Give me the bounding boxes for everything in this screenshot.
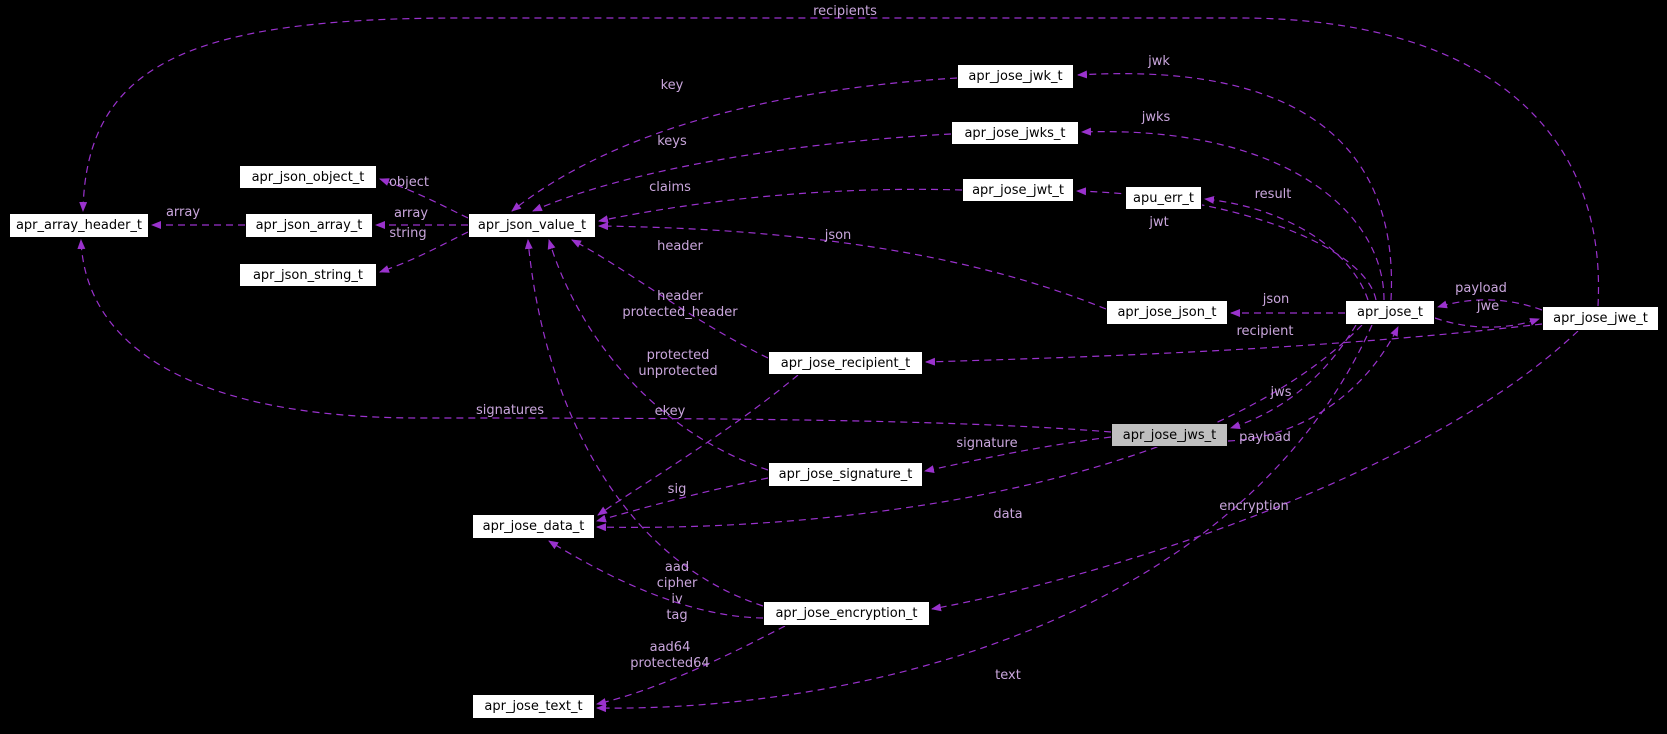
edge-label-apr_jose_encryption_t--apr_jose_text_t: aad64 protected64 — [630, 640, 710, 671]
edge-apr_jose_t--apr_jose_text_t — [596, 324, 1373, 713]
edge-label-apr_json_value_t--apr_json_object_t: object — [388, 175, 430, 190]
edge-apr_jose_encryption_t--apr_jose_data_t — [548, 540, 764, 619]
edge-label-apr_jose_t--apr_jose_jwe_t: jwe — [1476, 299, 1500, 314]
edge-apr_jose_t--apu_err_t — [1204, 195, 1369, 301]
node-apu_err_t[interactable]: apu_err_t — [1125, 186, 1202, 210]
edge-apr_jose_jwks_t--apr_json_value_t — [532, 133, 952, 212]
edge-apr_jose_t--apr_jose_jwe_t — [1434, 317, 1540, 328]
node-apr_json_string_t[interactable]: apr_json_string_t — [239, 263, 377, 287]
edge-label-apr_jose_encryption_t--apr_json_value_t: protected unprotected — [638, 348, 718, 379]
edge-apr_jose_t--apr_jose_jwks_t — [1081, 127, 1385, 301]
node-apr_jose_jwks_t[interactable]: apr_jose_jwks_t — [951, 121, 1079, 145]
edge-apr_jose_t--apr_jose_data_t — [596, 324, 1363, 532]
edge-label-apr_jose_recipient_t--apr_jose_data_t: ekey — [654, 404, 686, 419]
edge-apr_jose_encryption_t--apr_json_value_t — [524, 239, 764, 607]
edge-apr_jose_t--apr_jose_jwt_t — [1076, 187, 1377, 301]
node-apr_json_array_t[interactable]: apr_json_array_t — [245, 213, 373, 238]
edge-apr_json_value_t--apr_json_string_t — [379, 231, 469, 273]
edge-label-apr_jose_jwe_t--apr_jose_t: payload — [1455, 281, 1507, 296]
edge-apr_jose_t--apr_jose_jws_t — [1230, 324, 1357, 429]
edge-label-apr_jose_t--apr_jose_text_t: text — [995, 668, 1021, 683]
node-apr_json_value_t[interactable]: apr_json_value_t — [468, 213, 596, 238]
edge-label-apr_jose_jws_t--apr_array_header_t: signatures — [475, 403, 545, 418]
edge-label-apr_jose_signature_t--apr_json_value_t: header protected_header — [622, 289, 738, 320]
edge-label-apr_jose_jws_t--apr_jose_t: payload — [1239, 430, 1291, 445]
node-apr_jose_jwk_t[interactable]: apr_jose_jwk_t — [957, 64, 1074, 89]
edge-apr_jose_json_t--apr_json_value_t — [598, 222, 1107, 310]
node-apr_jose_signature_t[interactable]: apr_jose_signature_t — [768, 462, 923, 487]
edge-label-apr_jose_jws_t--apr_jose_signature_t: signature — [956, 436, 1018, 451]
node-apr_jose_jwt_t[interactable]: apr_jose_jwt_t — [962, 178, 1074, 202]
edge-label-apr_jose_t--apu_err_t: result — [1254, 187, 1292, 202]
edge-label-apr_jose_json_t--apr_json_value_t: json — [824, 228, 852, 243]
edge-label-apr_jose_t--apr_jose_json_t: json — [1262, 292, 1290, 307]
node-apr_array_header_t[interactable]: apr_array_header_t — [9, 213, 149, 238]
edge-apr_jose_jwe_t--apr_jose_encryption_t — [931, 330, 1579, 612]
node-apr_jose_jws_t: apr_jose_jws_t — [1111, 423, 1228, 447]
edge-apr_jose_jws_t--apr_array_header_t — [77, 239, 1112, 433]
edge-apr_jose_jws_t--apr_jose_signature_t — [924, 436, 1112, 474]
edge-apr_jose_jwk_t--apr_json_value_t — [511, 77, 958, 212]
edge-label-apr_jose_jwe_t--apr_jose_encryption_t: encryption — [1219, 499, 1289, 514]
node-apr_jose_t[interactable]: apr_jose_t — [1345, 300, 1435, 325]
edge-apr_json_value_t--apr_json_object_t — [379, 178, 469, 219]
edge-label-apr_json_array_t--apr_array_header_t: array — [165, 205, 201, 220]
node-apr_jose_jwe_t[interactable]: apr_jose_jwe_t — [1542, 306, 1659, 331]
edge-apr_jose_jwe_t--apr_jose_recipient_t — [925, 323, 1543, 366]
node-apr_jose_text_t[interactable]: apr_jose_text_t — [472, 694, 595, 719]
edge-apr_jose_recipient_t--apr_jose_data_t — [597, 374, 799, 516]
edge-apr_jose_jwe_t--apr_jose_t — [1437, 299, 1543, 311]
node-apr_jose_encryption_t[interactable]: apr_jose_encryption_t — [763, 601, 930, 626]
edge-label-apr_jose_t--apr_jose_data_t: data — [993, 507, 1023, 522]
edge-label-apr_jose_t--apr_jose_jwks_t: jwks — [1141, 110, 1171, 125]
edge-label-apr_jose_jwk_t--apr_json_value_t: key — [660, 78, 684, 93]
edge-label-apr_jose_t--apr_jose_jwk_t: jwk — [1148, 54, 1170, 69]
edge-apr_jose_t--apr_jose_jwk_t — [1077, 70, 1393, 301]
edge-apr_jose_jwt_t--apr_json_value_t — [598, 188, 963, 224]
edge-label-apr_jose_jwt_t--apr_json_value_t: claims — [649, 180, 691, 195]
edge-label-apr_jose_signature_t--apr_jose_data_t: sig — [667, 482, 687, 497]
node-apr_json_object_t[interactable]: apr_json_object_t — [239, 165, 377, 189]
edge-label-apr_jose_jwks_t--apr_json_value_t: keys — [657, 134, 687, 149]
edge-apr_jose_signature_t--apr_jose_data_t — [596, 477, 769, 523]
edge-label-apr_jose_t--apr_jose_jws_t: jws — [1270, 385, 1292, 400]
edge-label-apr_json_value_t--apr_json_array_t: array — [393, 206, 429, 221]
edge-apr_jose_recipient_t--apr_json_value_t — [571, 239, 769, 359]
edge-label-apr_jose_recipient_t--apr_json_value_t: header — [657, 239, 703, 254]
edge-apr_jose_encryption_t--apr_jose_text_t — [596, 625, 786, 706]
edge-label-apr_jose_jwe_t--apr_jose_recipient_t: recipient — [1236, 324, 1294, 339]
node-apr_jose_data_t[interactable]: apr_jose_data_t — [472, 514, 595, 539]
edge-label-apr_json_value_t--apr_json_string_t: string — [389, 226, 427, 241]
edge-label-apr_jose_jwe_t--apr_array_header_t: recipients — [813, 4, 877, 19]
edge-label-apr_jose_t--apr_jose_jwt_t: jwt — [1149, 215, 1169, 230]
edge-apr_jose_jws_t--apr_jose_t — [1227, 326, 1399, 442]
node-apr_jose_recipient_t[interactable]: apr_jose_recipient_t — [768, 351, 923, 375]
edge-apr_jose_signature_t--apr_json_value_t — [547, 239, 769, 471]
edge-apr_jose_jwe_t--apr_array_header_t — [79, 17, 1600, 307]
edge-label-apr_jose_encryption_t--apr_jose_data_t: aad cipher iv tag — [656, 560, 698, 623]
edge-group — [77, 17, 1600, 713]
node-apr_jose_json_t[interactable]: apr_jose_json_t — [1106, 300, 1228, 325]
